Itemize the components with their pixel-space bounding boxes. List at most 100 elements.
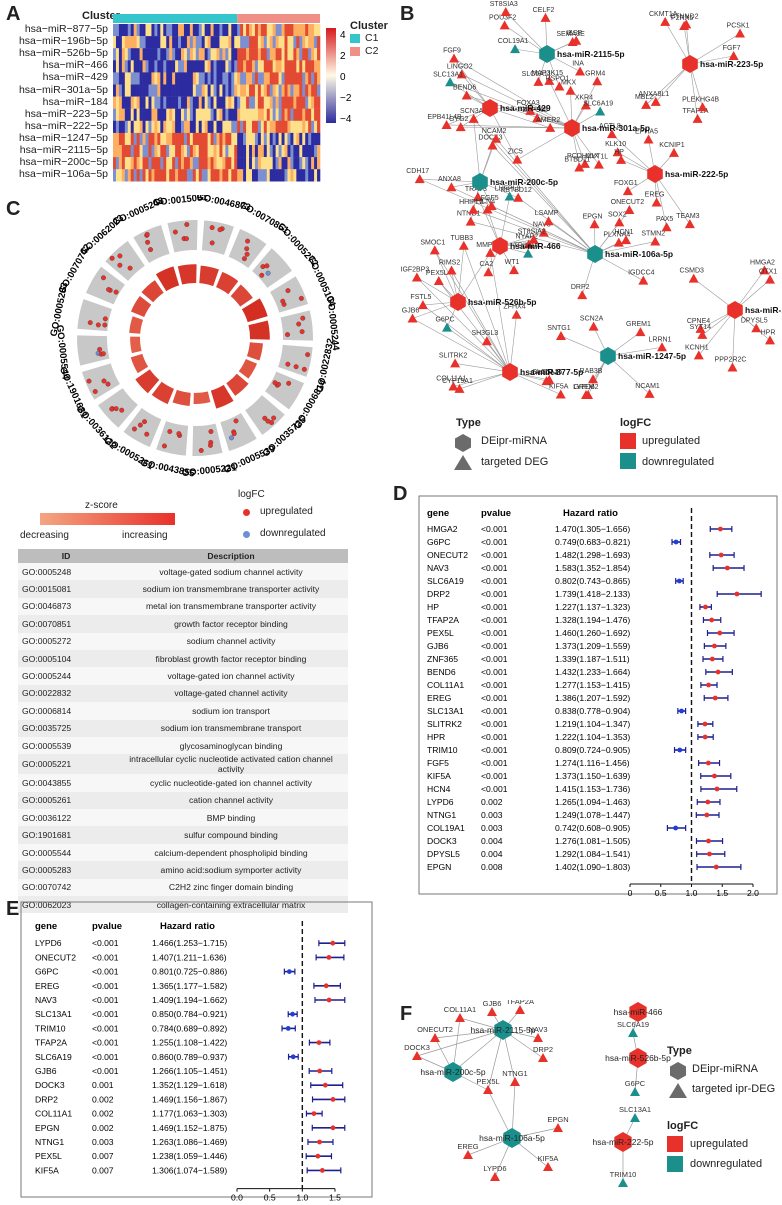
- heatmap-cell: [222, 36, 226, 49]
- gene-node-label: NAV3: [528, 1025, 547, 1034]
- heatmap-cell: [293, 145, 297, 158]
- go-id-cell: GO:0005283: [18, 861, 114, 879]
- scale-tick-label: 0: [340, 72, 346, 83]
- heatmap-cell: [133, 48, 137, 61]
- heatmap-cell: [148, 145, 152, 158]
- mirna-node-icon: [444, 1062, 462, 1082]
- heatmap-cell: [317, 84, 321, 97]
- forest-point: [290, 1011, 295, 1017]
- legend-f-up-label: upregulated: [690, 1138, 749, 1150]
- legend-f-type-title: Type: [667, 1045, 692, 1057]
- heatmap-cell: [219, 145, 223, 158]
- mirna-node-label: hsa-miR-106a-5p: [479, 1133, 545, 1143]
- heatmap-cell: [178, 84, 182, 97]
- heatmap-cell: [219, 169, 223, 182]
- network-edge: [477, 196, 501, 247]
- heatmap-cell: [263, 96, 268, 109]
- heatmap-cell: [225, 169, 229, 182]
- gene-dot: [259, 272, 265, 278]
- gene-dot: [301, 366, 307, 372]
- gene-dot: [97, 346, 103, 352]
- heatmap-cell: [299, 60, 303, 73]
- heatmap-cell: [240, 72, 244, 85]
- heatmap-cell: [121, 24, 126, 37]
- heatmap-cell: [308, 60, 312, 73]
- heatmap-cell: [115, 84, 120, 97]
- heatmap-cell: [231, 60, 235, 73]
- forest-gene-label: DPYSL5: [427, 849, 460, 859]
- heatmap-cell: [257, 36, 262, 49]
- heatmap-cell: [136, 157, 140, 170]
- heatmap-cell: [172, 132, 176, 146]
- gene-node-icon: [538, 1053, 548, 1062]
- gene-node-icon: [614, 217, 625, 227]
- gene-node-icon: [592, 76, 603, 86]
- gene-node-label: GJB6: [402, 307, 420, 314]
- go-id-cell: GO:0046873: [18, 597, 114, 616]
- forest-pvalue: <0.001: [481, 719, 508, 729]
- heatmap-cell: [281, 132, 285, 146]
- go-term-track: [77, 335, 110, 366]
- heatmap-cell: [157, 120, 161, 134]
- gene-node-icon: [697, 102, 708, 112]
- forest-hr-text: 1.263(1.086−1.469): [152, 1137, 227, 1147]
- heatmap-cell: [192, 145, 197, 158]
- heatmap-cell: [251, 72, 256, 85]
- heatmap-cell: [192, 24, 197, 37]
- gene-node-label: NTNG1: [502, 1069, 527, 1078]
- heatmap-cell: [113, 96, 117, 109]
- gene-node-icon: [430, 1033, 440, 1042]
- network-edge: [434, 250, 511, 373]
- heatmap-cell: [281, 60, 285, 73]
- heatmap-cell: [290, 169, 294, 182]
- scale-tick-label: −4: [340, 114, 352, 125]
- gene-node-icon: [458, 240, 469, 250]
- heatmap-cell: [139, 145, 143, 158]
- heatmap-cell: [133, 145, 137, 158]
- heatmap-cell: [142, 96, 146, 109]
- heatmap-cell: [175, 132, 179, 146]
- network-edge: [517, 127, 573, 160]
- heatmap-cell: [186, 36, 191, 49]
- heatmap-cell: [172, 157, 176, 170]
- gene-node-icon: [728, 50, 739, 60]
- heatmap-cell: [178, 96, 182, 109]
- forest-point: [709, 656, 715, 662]
- heatmap-cell: [130, 108, 134, 121]
- heatmap-cell: [234, 24, 238, 37]
- heatmap-cell: [290, 108, 294, 121]
- gene-node-label: TFAP2A: [506, 1000, 534, 1006]
- heatmap-cell: [210, 96, 214, 109]
- heatmap-cell: [287, 36, 291, 49]
- heatmap-cell: [222, 96, 226, 109]
- heatmap-cell: [249, 120, 253, 134]
- gene-dot: [183, 236, 189, 242]
- heatmap-cell: [219, 72, 223, 85]
- go-term-track: [123, 408, 162, 448]
- heatmap-cell: [293, 84, 297, 97]
- heatmap-cell: [118, 48, 123, 61]
- heatmap-cell: [142, 120, 146, 134]
- legend-f-type-icons: [669, 1062, 687, 1098]
- heatmap-cell: [118, 169, 123, 182]
- heatmap-cell: [222, 157, 226, 170]
- gene-dot: [101, 378, 107, 384]
- forest-gene-label: TRIM10: [35, 1023, 66, 1033]
- gene-dot: [144, 431, 150, 437]
- gene-node-label: ST8SIA3: [490, 1, 518, 8]
- heatmap-cell: [314, 84, 318, 97]
- forest-pvalue: <0.001: [481, 771, 508, 781]
- forest-pvalue: <0.001: [481, 693, 508, 703]
- heatmap-cell: [246, 132, 250, 146]
- heatmap-cell: [195, 132, 200, 146]
- heatmap-cell: [287, 60, 291, 73]
- heatmap-cell: [222, 120, 226, 134]
- forest-gene-label: GJB6: [35, 1066, 57, 1076]
- zscore-bar: [226, 373, 249, 396]
- heatmap-cell: [251, 157, 256, 170]
- heatmap-cell: [198, 24, 203, 37]
- heatmap-cell: [260, 48, 265, 61]
- heatmap-cell: [139, 96, 143, 109]
- heatmap-cell: [175, 145, 179, 158]
